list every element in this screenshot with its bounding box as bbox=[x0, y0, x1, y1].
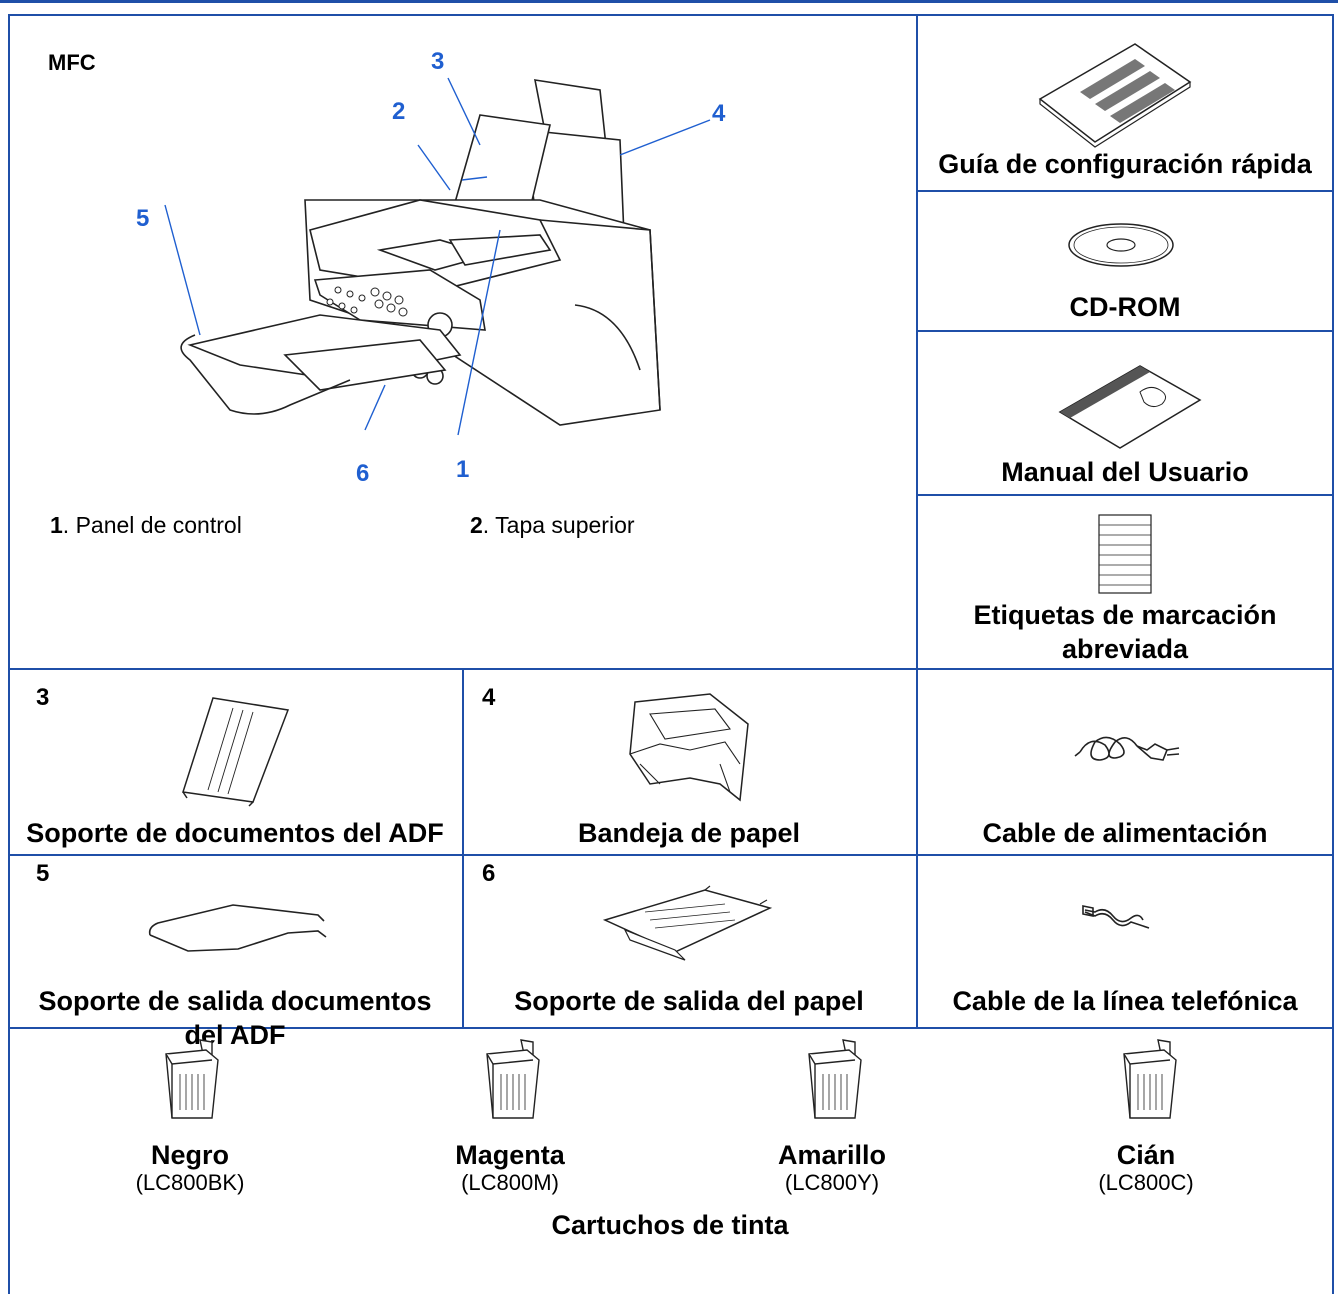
callout-6: 6 bbox=[356, 460, 370, 487]
cartridge-code-amarillo: (LC800Y) bbox=[784, 1170, 880, 1195]
mfc-title: MFC bbox=[48, 50, 96, 75]
side-item-manual: Manual del Usuario bbox=[1001, 457, 1249, 487]
cartridge-name-amarillo: Amarillo bbox=[777, 1140, 887, 1170]
accessory-label-phone-cable: Cable de la línea telefónica bbox=[952, 986, 1298, 1016]
accessory-label-paper-tray: Bandeja de papel bbox=[577, 818, 801, 848]
wire-support-icon bbox=[148, 904, 327, 952]
top-rule bbox=[0, 0, 1338, 3]
callout-3: 3 bbox=[431, 48, 445, 75]
divider-row-1 bbox=[8, 668, 1334, 670]
cartridge-name-magenta: Magenta bbox=[455, 1140, 565, 1170]
divider-col-1 bbox=[462, 668, 464, 1029]
labels-icon bbox=[1098, 514, 1152, 594]
callout-1: 1 bbox=[456, 456, 470, 483]
paper-output-icon bbox=[602, 885, 773, 961]
cd-icon bbox=[1068, 223, 1174, 267]
paper-tray-icon bbox=[629, 693, 749, 802]
callout-4: 4 bbox=[712, 100, 726, 127]
side-item-labels: Etiquetas de marcación abreviada bbox=[973, 600, 1277, 664]
divider-row-3 bbox=[8, 1027, 1334, 1029]
cartridge-yellow-icon bbox=[808, 1039, 862, 1119]
accessory-number-4: 4 bbox=[482, 684, 496, 711]
accessory-number-3: 3 bbox=[36, 684, 50, 711]
cartridge-name-cian: Cián bbox=[1116, 1140, 1176, 1170]
side-item-cd-rom: CD-ROM bbox=[1069, 292, 1181, 322]
accessory-label-power-cable: Cable de alimentación bbox=[982, 818, 1268, 848]
cartridge-cyan-icon bbox=[1123, 1039, 1177, 1119]
manual-icon bbox=[1058, 365, 1202, 449]
cartridge-magenta-icon bbox=[486, 1039, 540, 1119]
document-support-icon bbox=[182, 697, 290, 807]
divider-main-side bbox=[916, 14, 918, 669]
cartridge-code-cian: (LC800C) bbox=[1098, 1170, 1194, 1195]
cartridge-name-negro: Negro bbox=[150, 1140, 229, 1170]
booklet-icon bbox=[1038, 43, 1192, 148]
accessory-label-paper-output: Soporte de salida del papel bbox=[514, 986, 864, 1016]
divider-side-1 bbox=[916, 190, 1334, 192]
divider-col-2 bbox=[916, 668, 918, 1029]
legend-item-1: 1. Panel de control bbox=[50, 512, 242, 538]
phone-cable-icon bbox=[1082, 905, 1150, 929]
side-item-quick-guide: Guía de configuración rápida bbox=[938, 149, 1312, 179]
callout-5: 5 bbox=[136, 205, 150, 232]
divider-side-3 bbox=[916, 494, 1334, 496]
accessory-label-wire-support: Soporte de salida documentos del ADF bbox=[38, 986, 432, 1050]
divider-row-2 bbox=[8, 854, 1334, 856]
cartridge-code-negro: (LC800BK) bbox=[135, 1170, 245, 1195]
accessory-number-5: 5 bbox=[36, 860, 50, 887]
power-cable-icon bbox=[1074, 736, 1180, 761]
callout-2: 2 bbox=[392, 98, 406, 125]
mfc-printer-icon bbox=[164, 77, 711, 436]
legend-item-2: 2. Tapa superior bbox=[470, 512, 635, 538]
divider-side-2 bbox=[916, 330, 1334, 332]
content-frame bbox=[8, 14, 1334, 1294]
accessory-label-document-support: Soporte de documentos del ADF bbox=[26, 818, 444, 848]
accessory-number-6: 6 bbox=[482, 860, 496, 887]
cartridge-code-magenta: (LC800M) bbox=[461, 1170, 559, 1195]
cartridges-caption: Cartuchos de tinta bbox=[551, 1210, 789, 1240]
cartridge-black-icon bbox=[165, 1039, 219, 1119]
